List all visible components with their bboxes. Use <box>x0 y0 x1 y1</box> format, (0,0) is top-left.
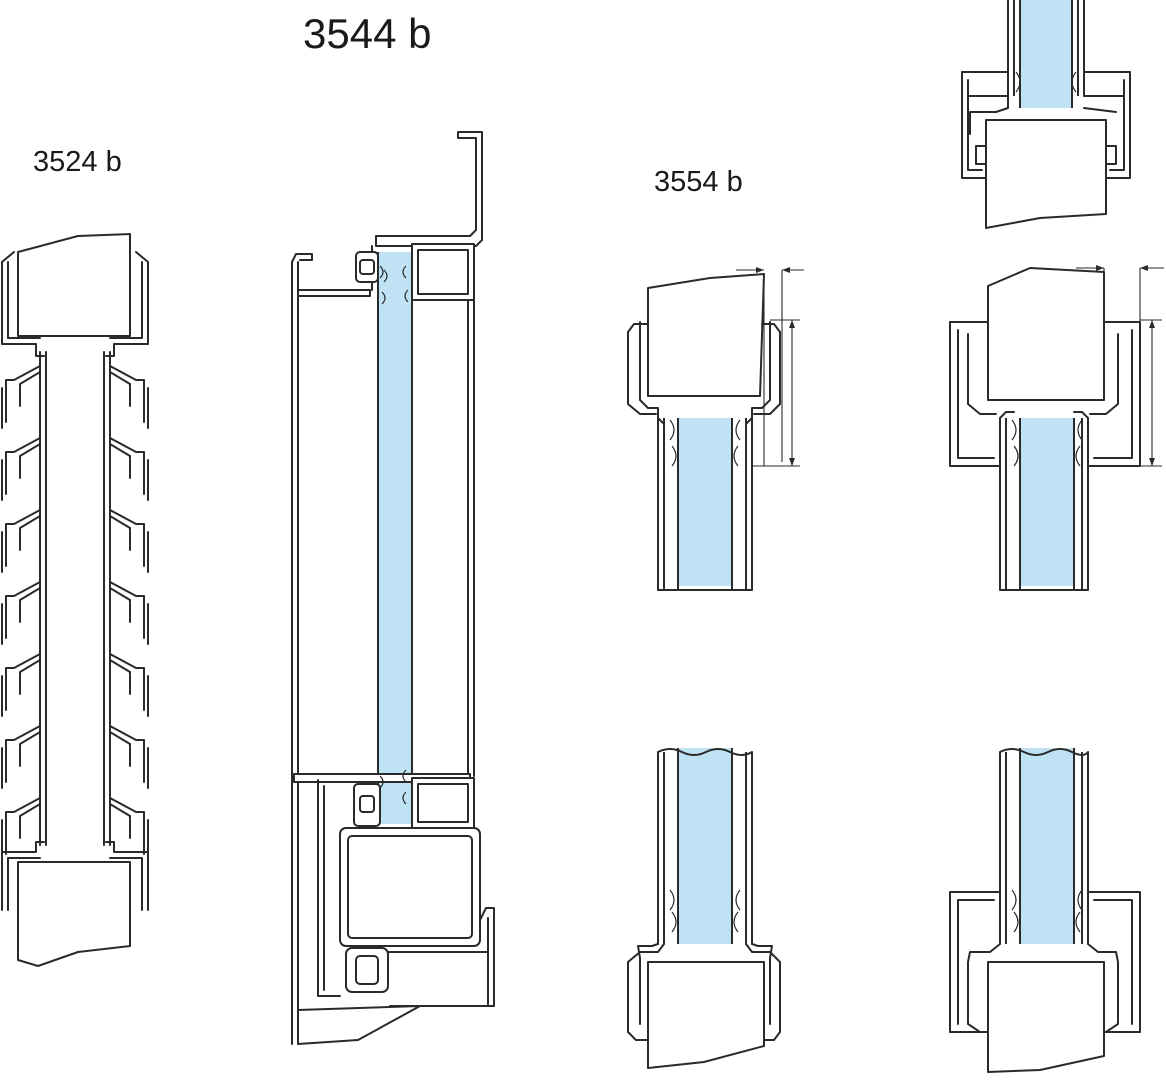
profile-3544b-drawing <box>291 131 495 1045</box>
rib-right <box>109 725 149 789</box>
profile-3524b-drawing <box>1 233 149 967</box>
bottom-channel-right <box>105 841 149 911</box>
bottom-member-block <box>17 861 131 967</box>
rib-right <box>109 509 149 573</box>
top-right-glass <box>1020 0 1072 108</box>
rib-left <box>1 581 41 645</box>
top-member-block <box>17 233 131 337</box>
rib-right <box>109 365 149 429</box>
profile-3554b-section-b <box>949 265 1164 591</box>
rib-right <box>109 797 149 861</box>
profile-3554b-section-a <box>627 267 804 591</box>
section-b-member <box>987 267 1105 401</box>
rib-left <box>1 509 41 573</box>
section-c-glass <box>678 748 732 944</box>
rib-left <box>1 725 41 789</box>
profile-top-right-section <box>961 0 1131 229</box>
profile-label-3554b: 3554 b <box>654 166 743 198</box>
section-d-glass <box>1020 748 1074 944</box>
rib-left <box>1 797 41 861</box>
profile-label-3524b: 3524 b <box>33 146 122 178</box>
section-d-break-line <box>999 748 1089 756</box>
rib-right <box>109 581 149 645</box>
glass-pane <box>378 252 412 824</box>
section-c-member <box>647 961 765 1069</box>
rib-left <box>1 365 41 429</box>
rib-left <box>1 653 41 717</box>
sill-block <box>297 1005 421 1045</box>
bottom-channel-left <box>1 841 45 911</box>
rib-left <box>1 437 41 501</box>
profile-3554b-section-d <box>949 748 1141 1073</box>
rib-right <box>109 437 149 501</box>
top-hook <box>375 131 483 247</box>
profile-3554b-section-c <box>627 748 781 1069</box>
top-channel-left <box>1 261 45 357</box>
bottom-clips <box>379 769 407 805</box>
top-right-member <box>985 119 1107 229</box>
section-c-break-line <box>657 748 753 756</box>
top-channel-right <box>105 261 149 357</box>
rib-right <box>109 653 149 717</box>
section-d-member <box>987 961 1105 1073</box>
top-clips <box>379 265 409 305</box>
section-a-member <box>647 273 765 397</box>
section-a-glass <box>678 418 732 586</box>
section-b-glass <box>1020 418 1074 586</box>
profile-label-3544b: 3544 b <box>303 10 432 57</box>
profile-ribs <box>1 365 149 861</box>
